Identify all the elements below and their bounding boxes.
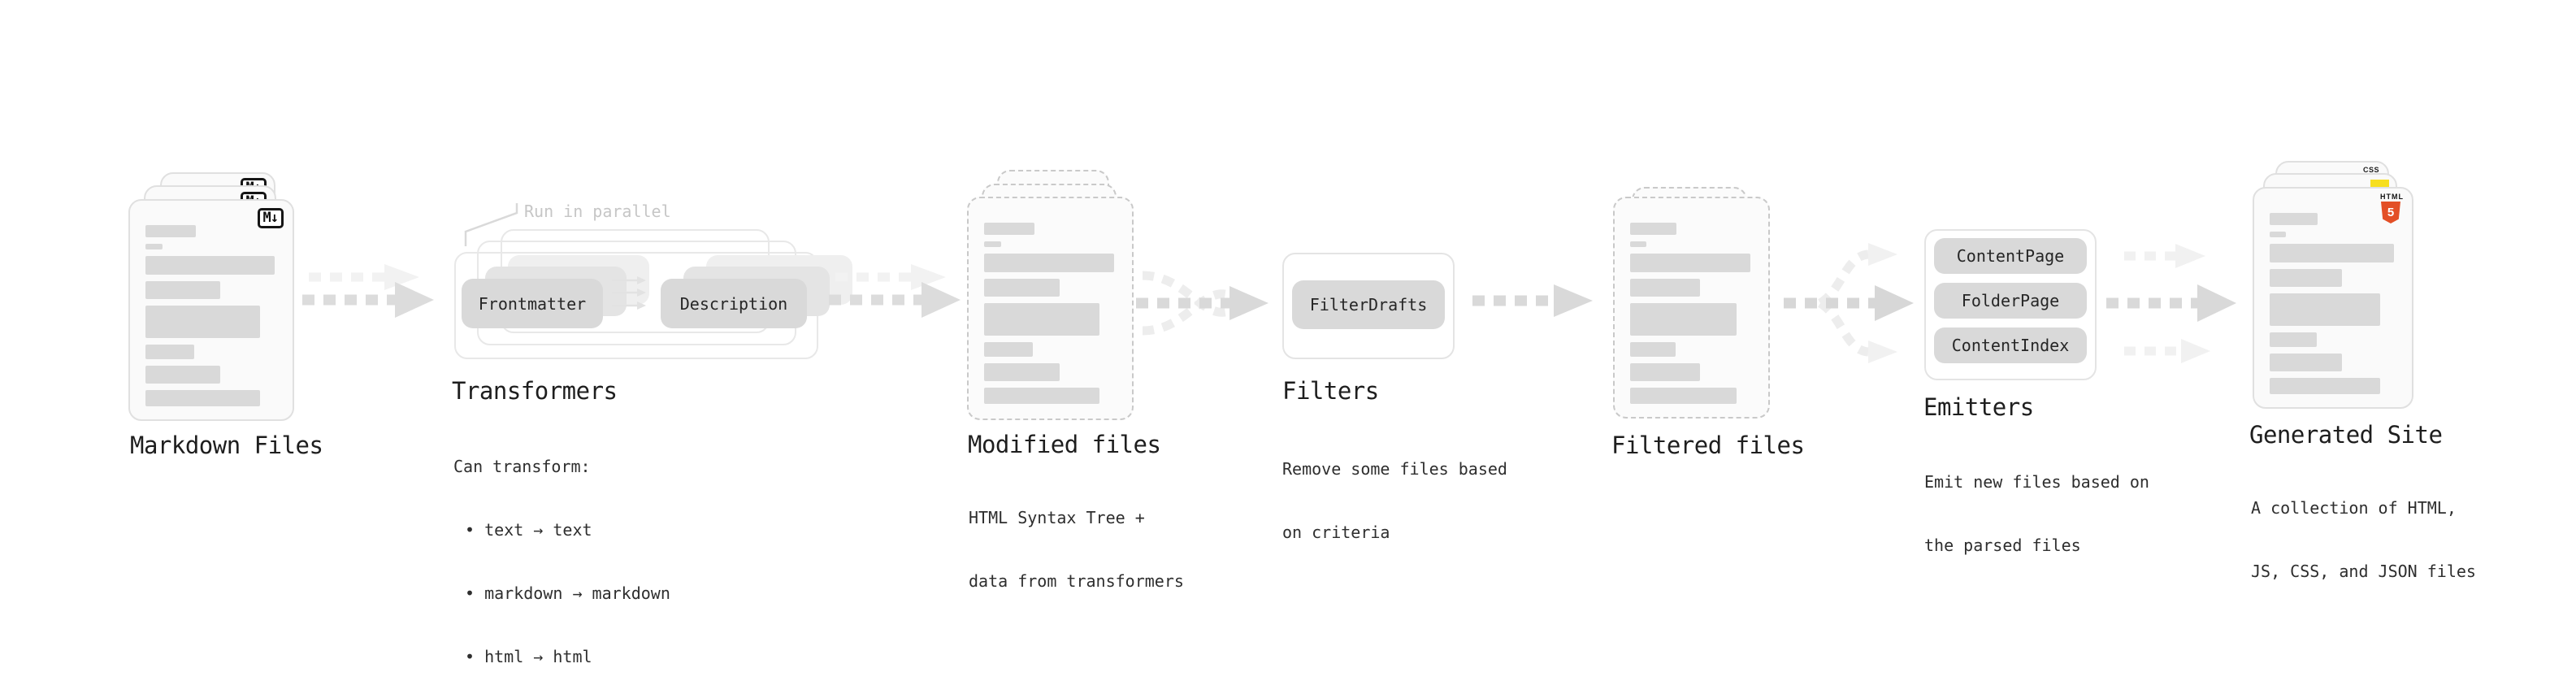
generated-site-stage: CSS HTML 5 (2253, 161, 2423, 413)
annotation-leader-line (464, 203, 518, 246)
html5-icon: HTML 5 (2380, 193, 2403, 223)
transformers-description: Can transform: • text → text • markdown … (453, 457, 670, 666)
javascript-icon (2370, 180, 2389, 189)
markdown-icon: M↓ (257, 208, 284, 228)
filters-stage: FilterDrafts (1282, 253, 1455, 359)
modified-file-card-front (967, 197, 1134, 420)
emitters-stage: ContentPage FolderPage ContentIndex (1924, 229, 2097, 380)
modified-files-description: HTML Syntax Tree + data from transformer… (969, 508, 1184, 591)
file-content-skeleton (145, 225, 277, 413)
generated-site-title: Generated Site (2249, 421, 2443, 449)
transformers-stage: Run in parallel Frontmatter Description (439, 195, 852, 504)
contentindex-pill: ContentIndex (1934, 327, 2087, 363)
emitters-description: Emit new files based on the parsed files (1924, 472, 2149, 555)
arrow-modified-to-filters-converge (1136, 271, 1268, 336)
markdown-files-title: Markdown Files (130, 432, 323, 459)
markdown-files-stage: M↓ M↓ M↓ (128, 172, 315, 424)
filters-description: Remove some files based on criteria (1282, 459, 1507, 542)
contentpage-pill: ContentPage (1934, 238, 2087, 274)
transformers-title: Transformers (452, 377, 618, 405)
description-pill: Description (661, 279, 807, 328)
filtered-files-title: Filtered files (1611, 432, 1805, 459)
emitters-title: Emitters (1923, 393, 2034, 421)
arrow-markdown-to-transformers (302, 264, 434, 318)
arrow-transformers-to-modified (829, 264, 961, 318)
filtered-file-card-front (1613, 197, 1770, 419)
parallel-flow-arrows-icon (612, 276, 646, 310)
filterdrafts-pill: FilterDrafts (1292, 280, 1445, 329)
file-content-skeleton (984, 223, 1117, 410)
arrow-filtered-to-emitters-diverge (1784, 243, 1914, 363)
generated-site-description: A collection of HTML, JS, CSS, and JSON … (2251, 498, 2476, 581)
markdown-file-card-front: M↓ (128, 199, 294, 421)
arrow-emitters-to-generated (2106, 244, 2236, 363)
filtered-files-stage (1613, 159, 1784, 427)
folderpage-pill: FolderPage (1934, 283, 2087, 319)
filters-title: Filters (1282, 377, 1379, 405)
frontmatter-pill: Frontmatter (462, 279, 603, 328)
arrow-filters-to-filtered (1472, 284, 1593, 317)
generated-file-card-html: HTML 5 (2253, 187, 2413, 409)
modified-files-stage (967, 159, 1146, 427)
file-content-skeleton (2270, 213, 2396, 401)
run-in-parallel-annotation: Run in parallel (524, 202, 671, 221)
file-content-skeleton (1630, 223, 1753, 410)
modified-files-title: Modified files (968, 431, 1161, 458)
